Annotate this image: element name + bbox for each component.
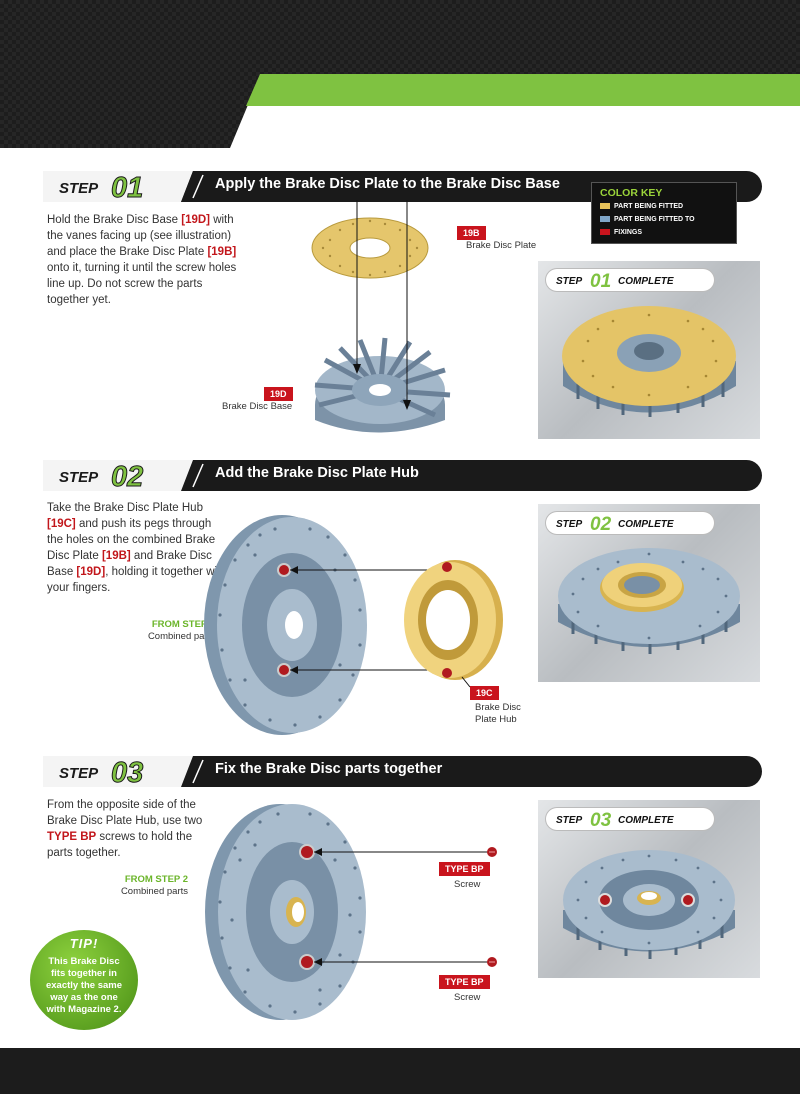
swatch-fixings: [600, 229, 610, 236]
step-01-complete-image: [562, 306, 736, 417]
step-02-text-2: and push its pegs through the holes on t…: [47, 518, 216, 562]
step-03-complete-badge: STEP 03 COMPLETE: [546, 808, 714, 831]
ref-19b: [19B]: [207, 246, 237, 258]
color-key-row-fixings: FIXINGS: [600, 229, 642, 236]
step-03-badge: STEP 03: [43, 756, 204, 790]
step-02-bar: STEP 02 Add the Brake Disc Plate Hub: [43, 460, 762, 494]
step-02-text-1: Take the Brake Disc Plate Hub: [47, 502, 203, 514]
step-03-number: 03: [111, 757, 143, 789]
ref-19d: [19D]: [181, 214, 210, 226]
part-caption-19c: Brake Disc Plate Hub: [475, 702, 521, 726]
part-caption-screw-1: Screw: [454, 879, 481, 890]
step-01-instructions: Hold the Brake Disc Base [19D] with the …: [47, 212, 247, 308]
part-tag-type-bp-2: TYPE BP: [439, 975, 490, 989]
step-02-title: Add the Brake Disc Plate Hub: [215, 465, 419, 481]
step-01-title: Apply the Brake Disc Plate to the Brake …: [215, 176, 560, 192]
step-03-complete-number: 03: [590, 810, 612, 831]
step-03-complete-image: [563, 850, 735, 959]
part-caption-19c-line2: Plate Hub: [475, 714, 517, 725]
step-01-complete-word: STEP: [556, 276, 582, 287]
step-03-illustration: [205, 804, 497, 1020]
part-tag-19b: 19B: [457, 226, 486, 240]
ref-19c: [19C]: [47, 518, 76, 530]
tip-badge: TIP! This Brake Disc fits together in ex…: [30, 930, 138, 1030]
step-02-complete-word: STEP: [556, 519, 582, 530]
step-02-text-3: and Brake Disc Base: [47, 550, 212, 578]
step-02-from-step: FROM STEP 1 Combined parts: [100, 619, 215, 643]
step-02-complete-image: [558, 548, 740, 654]
step-02-badge: STEP 02: [43, 460, 204, 494]
color-key-row-fitted-to: PART BEING FITTED TO: [600, 216, 695, 223]
step-03-complete-panel: STEP 03 COMPLETE: [538, 800, 760, 978]
step-02-complete-label: COMPLETE: [618, 519, 674, 530]
from-step-2-title: FROM STEP 2: [124, 874, 188, 885]
step-01-complete-number: 01: [590, 271, 611, 292]
step-01-text-3: onto it, turning it until the screw hole…: [47, 262, 237, 306]
step-03-text-2: screws to hold the parts together.: [47, 831, 193, 859]
from-step-1-title: FROM STEP 1: [151, 619, 215, 630]
step-01-complete-label: COMPLETE: [618, 276, 674, 287]
step-02-complete-panel: STEP 02 COMPLETE: [538, 504, 760, 682]
step-03-bar: STEP 03 Fix the Brake Disc parts togethe…: [43, 756, 762, 790]
step-02-instructions: Take the Brake Disc Plate Hub [19C] and …: [47, 500, 227, 596]
swatch-fitted: [600, 203, 610, 210]
step-03-complete-word: STEP: [556, 815, 582, 826]
step-01-text-2: with the vanes facing up (see illustrati…: [47, 214, 234, 258]
step-03-title: Fix the Brake Disc parts together: [215, 761, 443, 777]
step-01-complete-badge: STEP 01 COMPLETE: [546, 269, 714, 292]
tip-title: TIP!: [69, 936, 99, 951]
step-03-complete-label: COMPLETE: [618, 815, 674, 826]
step-02-number: 02: [111, 461, 143, 493]
color-key-label-fixings: FIXINGS: [614, 229, 643, 236]
step-02-complete-number: 02: [590, 514, 612, 535]
part-caption-19d: Brake Disc Base: [222, 401, 293, 412]
color-key-title: COLOR KEY: [600, 187, 663, 199]
step-01-badge: STEP 01: [43, 171, 204, 205]
step-01-number: 01: [111, 172, 143, 204]
ref-19b: [19B]: [101, 550, 131, 562]
color-key-label-fitted: PART BEING FITTED: [614, 203, 684, 210]
step-02-text-4: , holding it together with your fingers.: [47, 566, 227, 594]
ref-type-bp: TYPE BP: [47, 831, 97, 843]
part-caption-screw-2: Screw: [454, 992, 481, 1003]
part-tag-type-bp-1: TYPE BP: [439, 862, 490, 876]
part-caption-19b: Brake Disc Plate: [466, 240, 537, 251]
part-tag-19c: 19C: [470, 686, 499, 700]
color-key: COLOR KEY PART BEING FITTED PART BEING F…: [591, 182, 737, 244]
step-03-text-1: From the opposite side of the Brake Disc…: [47, 799, 203, 827]
step-01-word: STEP: [59, 180, 99, 197]
ref-19d: [19D]: [76, 566, 106, 578]
header-band: [0, 0, 800, 148]
footer-band: [0, 1048, 800, 1094]
from-step-1-subtitle: Combined parts: [147, 631, 215, 642]
from-step-2-subtitle: Combined parts: [120, 886, 188, 897]
color-key-label-fitted-to: PART BEING FITTED TO: [614, 216, 695, 223]
tip-text: This Brake Disc fits together in exactly…: [45, 956, 123, 1015]
part-tag-19d: 19D: [264, 387, 293, 401]
step-03-from-step: FROM STEP 2 Combined parts: [80, 874, 188, 898]
step-01-exploded-illustration: [311, 200, 451, 433]
step-01-text-1: Hold the Brake Disc Base: [47, 214, 182, 226]
step-02-word: STEP: [59, 469, 99, 486]
swatch-fitted-to: [600, 216, 610, 223]
step-02-complete-badge: STEP 02 COMPLETE: [546, 512, 714, 535]
step-01-complete-panel: STEP 01 COMPLETE: [538, 261, 760, 439]
color-key-row-fitted: PART BEING FITTED: [600, 203, 683, 210]
step-03-instructions: From the opposite side of the Brake Disc…: [47, 797, 207, 861]
step-03-word: STEP: [59, 765, 99, 782]
header-graphic: [0, 0, 800, 148]
step-02-illustration: [204, 515, 503, 735]
part-caption-19c-line1: Brake Disc: [475, 702, 521, 713]
